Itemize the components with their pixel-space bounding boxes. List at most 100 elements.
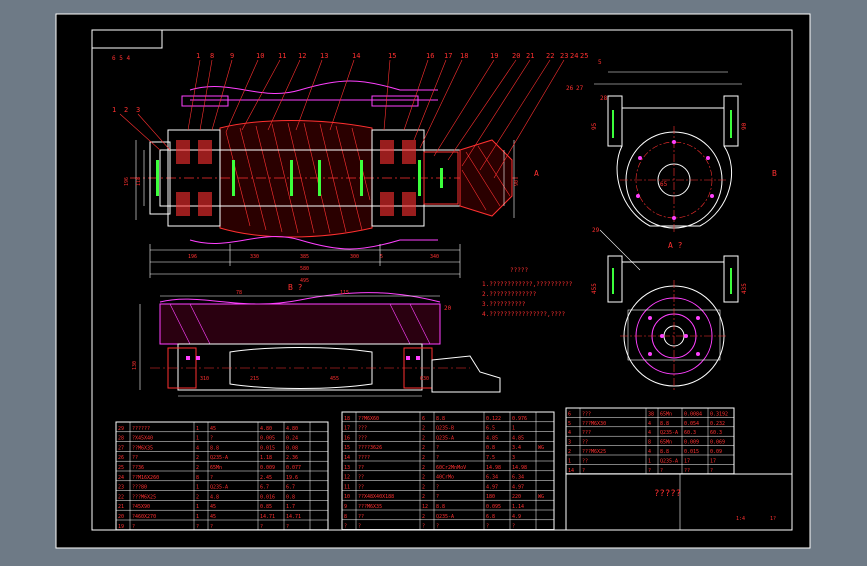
table-cell: 19.6 <box>286 475 298 481</box>
table-cell: 1 <box>196 514 199 520</box>
table-cell: 24 <box>118 475 124 481</box>
table-cell: 0.08 <box>286 445 298 451</box>
table-cell: ? <box>436 445 439 451</box>
technical-notes: ????? 1.????????????,?????????? 2.??????… <box>482 267 573 318</box>
end-view-a: 5 26 27 95 90 65 B A ? <box>566 59 777 250</box>
table-cell: ??M6X35 <box>132 445 153 451</box>
table-cell: ? <box>286 524 289 530</box>
table-cell: ? <box>210 436 213 442</box>
table-cell: 45 <box>210 426 216 432</box>
table-cell: 0.09 <box>710 449 722 455</box>
table-cell: 0.095 <box>486 504 501 510</box>
table-cell: ?? <box>358 465 364 471</box>
table-cell: 0.015 <box>260 445 275 451</box>
table-cell: Q235-A <box>436 435 454 441</box>
table-cell: 20 <box>118 514 124 520</box>
view-callout-28: 28 <box>600 95 608 102</box>
table-cell: 6.7 <box>260 485 269 491</box>
table-cell: 22 <box>118 494 124 500</box>
table-cell: ?? <box>358 475 364 481</box>
callout-1: 1 <box>196 52 200 60</box>
table-cell: 2.45 <box>260 475 272 481</box>
table-cell: ? <box>486 524 489 530</box>
dim-4: 495 <box>300 278 309 284</box>
table-cell: 0.009 <box>260 465 275 471</box>
table-cell: ?????? <box>132 426 150 432</box>
table-cell: 45 <box>210 504 216 510</box>
table-cell: Q235-A <box>210 455 228 461</box>
title-block-name: ????? <box>654 489 681 499</box>
table-cell: ? <box>422 524 425 530</box>
dim-11: 90 <box>514 180 520 186</box>
table-cell: 8 <box>344 514 347 520</box>
table-cell: 6.34 <box>486 475 498 481</box>
code-box <box>91 29 163 49</box>
table-cell: 12 <box>422 504 428 510</box>
table-cell: ?? <box>358 514 364 520</box>
table-cell: 0.976 <box>512 416 527 422</box>
table-cell: WG <box>538 494 544 500</box>
table-cell: 4 <box>196 445 199 451</box>
table-cell: ? <box>210 524 213 530</box>
table-cell: 0.232 <box>710 421 725 427</box>
table-cell: 60.3 <box>684 430 696 436</box>
table-cell: 4.9 <box>512 514 521 520</box>
table-cell: 12 <box>344 475 350 481</box>
table-cell: 0.0084 <box>684 411 702 417</box>
table-cell: ???M6X30 <box>582 421 606 427</box>
table-cell: 2 <box>422 455 425 461</box>
title-block-sheet: 1? <box>770 516 776 522</box>
table-cell: 7.5 <box>486 455 495 461</box>
table-cell: Q235-A <box>436 514 454 520</box>
tech-note-4: 4.????????????????,???? <box>482 311 565 318</box>
table-cell: 3 <box>568 440 571 446</box>
table-cell: 6.8 <box>486 514 495 520</box>
table-cell: ?45X90 <box>132 504 150 510</box>
dim-18: 630 <box>420 376 429 382</box>
table-cell: ?? <box>132 455 138 461</box>
table-cell: 0.009 <box>684 440 699 446</box>
table-cell: ??M6X60 <box>358 416 379 422</box>
table-cell: ? <box>196 524 199 530</box>
table-cell: ? <box>436 524 439 530</box>
table-cell: 38 <box>648 411 654 417</box>
section-b-view: 78 115 130 310 215 455 630 20 <box>132 290 501 397</box>
table-cell: 8.8 <box>210 445 219 451</box>
dim-6: 330 <box>250 254 259 260</box>
table-cell: ???80 <box>132 485 147 491</box>
table-cell: 1 <box>648 458 651 464</box>
table-cell: 1.14 <box>512 504 524 510</box>
table-cell: 220 <box>512 494 521 500</box>
table-cell: 0.85 <box>260 504 272 510</box>
table-cell: ?X45X40 <box>132 436 153 442</box>
table-cell: 1 <box>568 458 571 464</box>
callout-10: 10 <box>256 52 264 60</box>
table-cell: 21 <box>118 504 124 510</box>
table-cell: 8 <box>648 440 651 446</box>
table-cell: 65Mn <box>660 440 672 446</box>
dim-22: 455 <box>591 283 598 294</box>
dim-14: 130 <box>132 361 138 370</box>
table-cell: 4.80 <box>260 426 272 432</box>
table-cell: 4.97 <box>512 484 524 490</box>
table-cell: ? <box>512 524 515 530</box>
table-cell: ???M6X25 <box>132 494 156 500</box>
dim-10: 118 <box>136 177 142 186</box>
table-cell: ? <box>436 455 439 461</box>
table-cell: 8.8 <box>436 416 445 422</box>
callout-17: 17 <box>444 52 452 60</box>
table-cell: 3.4 <box>512 445 521 451</box>
table-cell: 11 <box>344 484 350 490</box>
left-callout-2: 2 <box>124 106 128 114</box>
table-cell: 4.80 <box>286 426 298 432</box>
table-cell: ? <box>582 468 585 474</box>
table-cell: ??X48X40X188 <box>358 494 394 500</box>
table-cell: ??? <box>358 435 367 441</box>
tech-note-3: 3.?????????? <box>482 301 526 308</box>
table-cell: ? <box>358 524 361 530</box>
dim-1: 196 <box>188 254 197 260</box>
table-cell: 8.8 <box>660 421 669 427</box>
